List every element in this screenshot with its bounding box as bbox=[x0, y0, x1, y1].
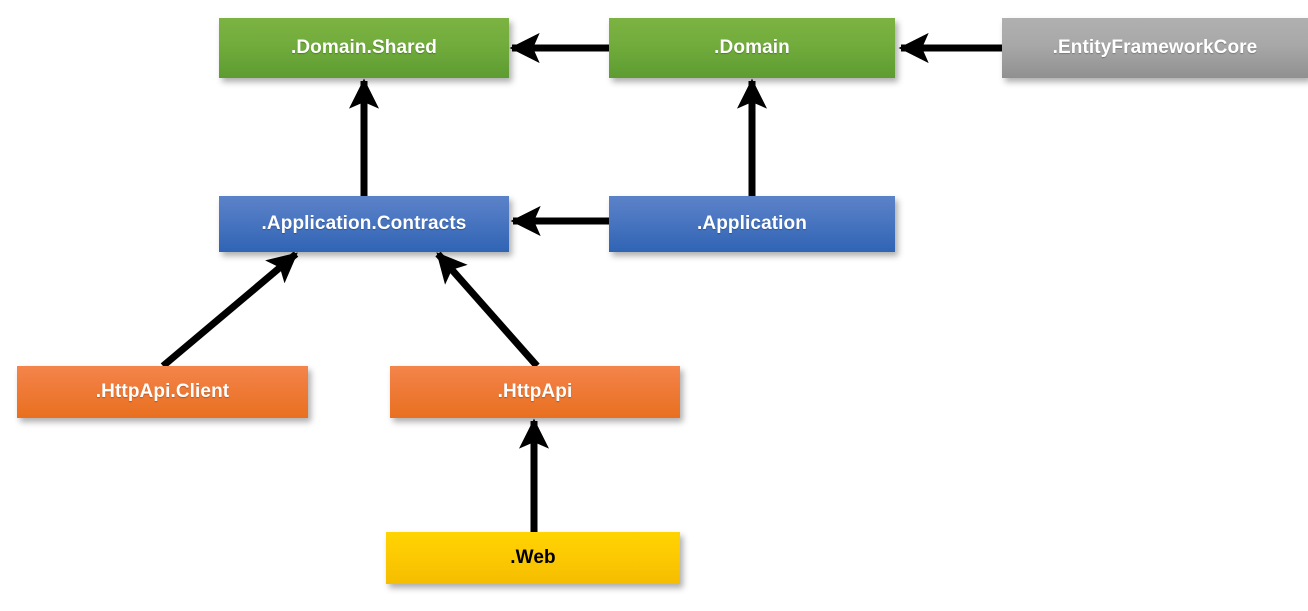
node-domain-shared[interactable]: .Domain.Shared bbox=[219, 18, 509, 78]
node-label-domain-shared: .Domain.Shared bbox=[290, 37, 438, 58]
edge-group bbox=[160, 32, 1002, 532]
node-application-contracts[interactable]: .Application.Contracts bbox=[219, 196, 509, 252]
node-label-domain: .Domain bbox=[714, 37, 790, 58]
node-label-httpapi: .HttpApi bbox=[497, 381, 573, 402]
node-label-application-contracts: .Application.Contracts bbox=[261, 213, 467, 234]
node-entityframeworkcore[interactable]: .EntityFrameworkCore bbox=[1002, 18, 1308, 78]
node-httpapi[interactable]: .HttpApi bbox=[390, 366, 680, 418]
node-web[interactable]: .Web bbox=[386, 532, 680, 584]
node-domain[interactable]: .Domain bbox=[609, 18, 895, 78]
node-application[interactable]: .Application bbox=[609, 196, 895, 252]
node-httpapi-client[interactable]: .HttpApi.Client bbox=[17, 366, 308, 418]
node-label-httpapi-client: .HttpApi.Client bbox=[95, 381, 230, 402]
node-label-application: .Application bbox=[697, 213, 807, 234]
node-label-web: .Web bbox=[510, 547, 556, 568]
arrow-httpapi-to-application-contracts bbox=[435, 251, 540, 369]
arrow-httpapi-client-to-application-contracts bbox=[160, 251, 299, 369]
node-label-entityframeworkcore: .EntityFrameworkCore bbox=[1052, 37, 1258, 58]
